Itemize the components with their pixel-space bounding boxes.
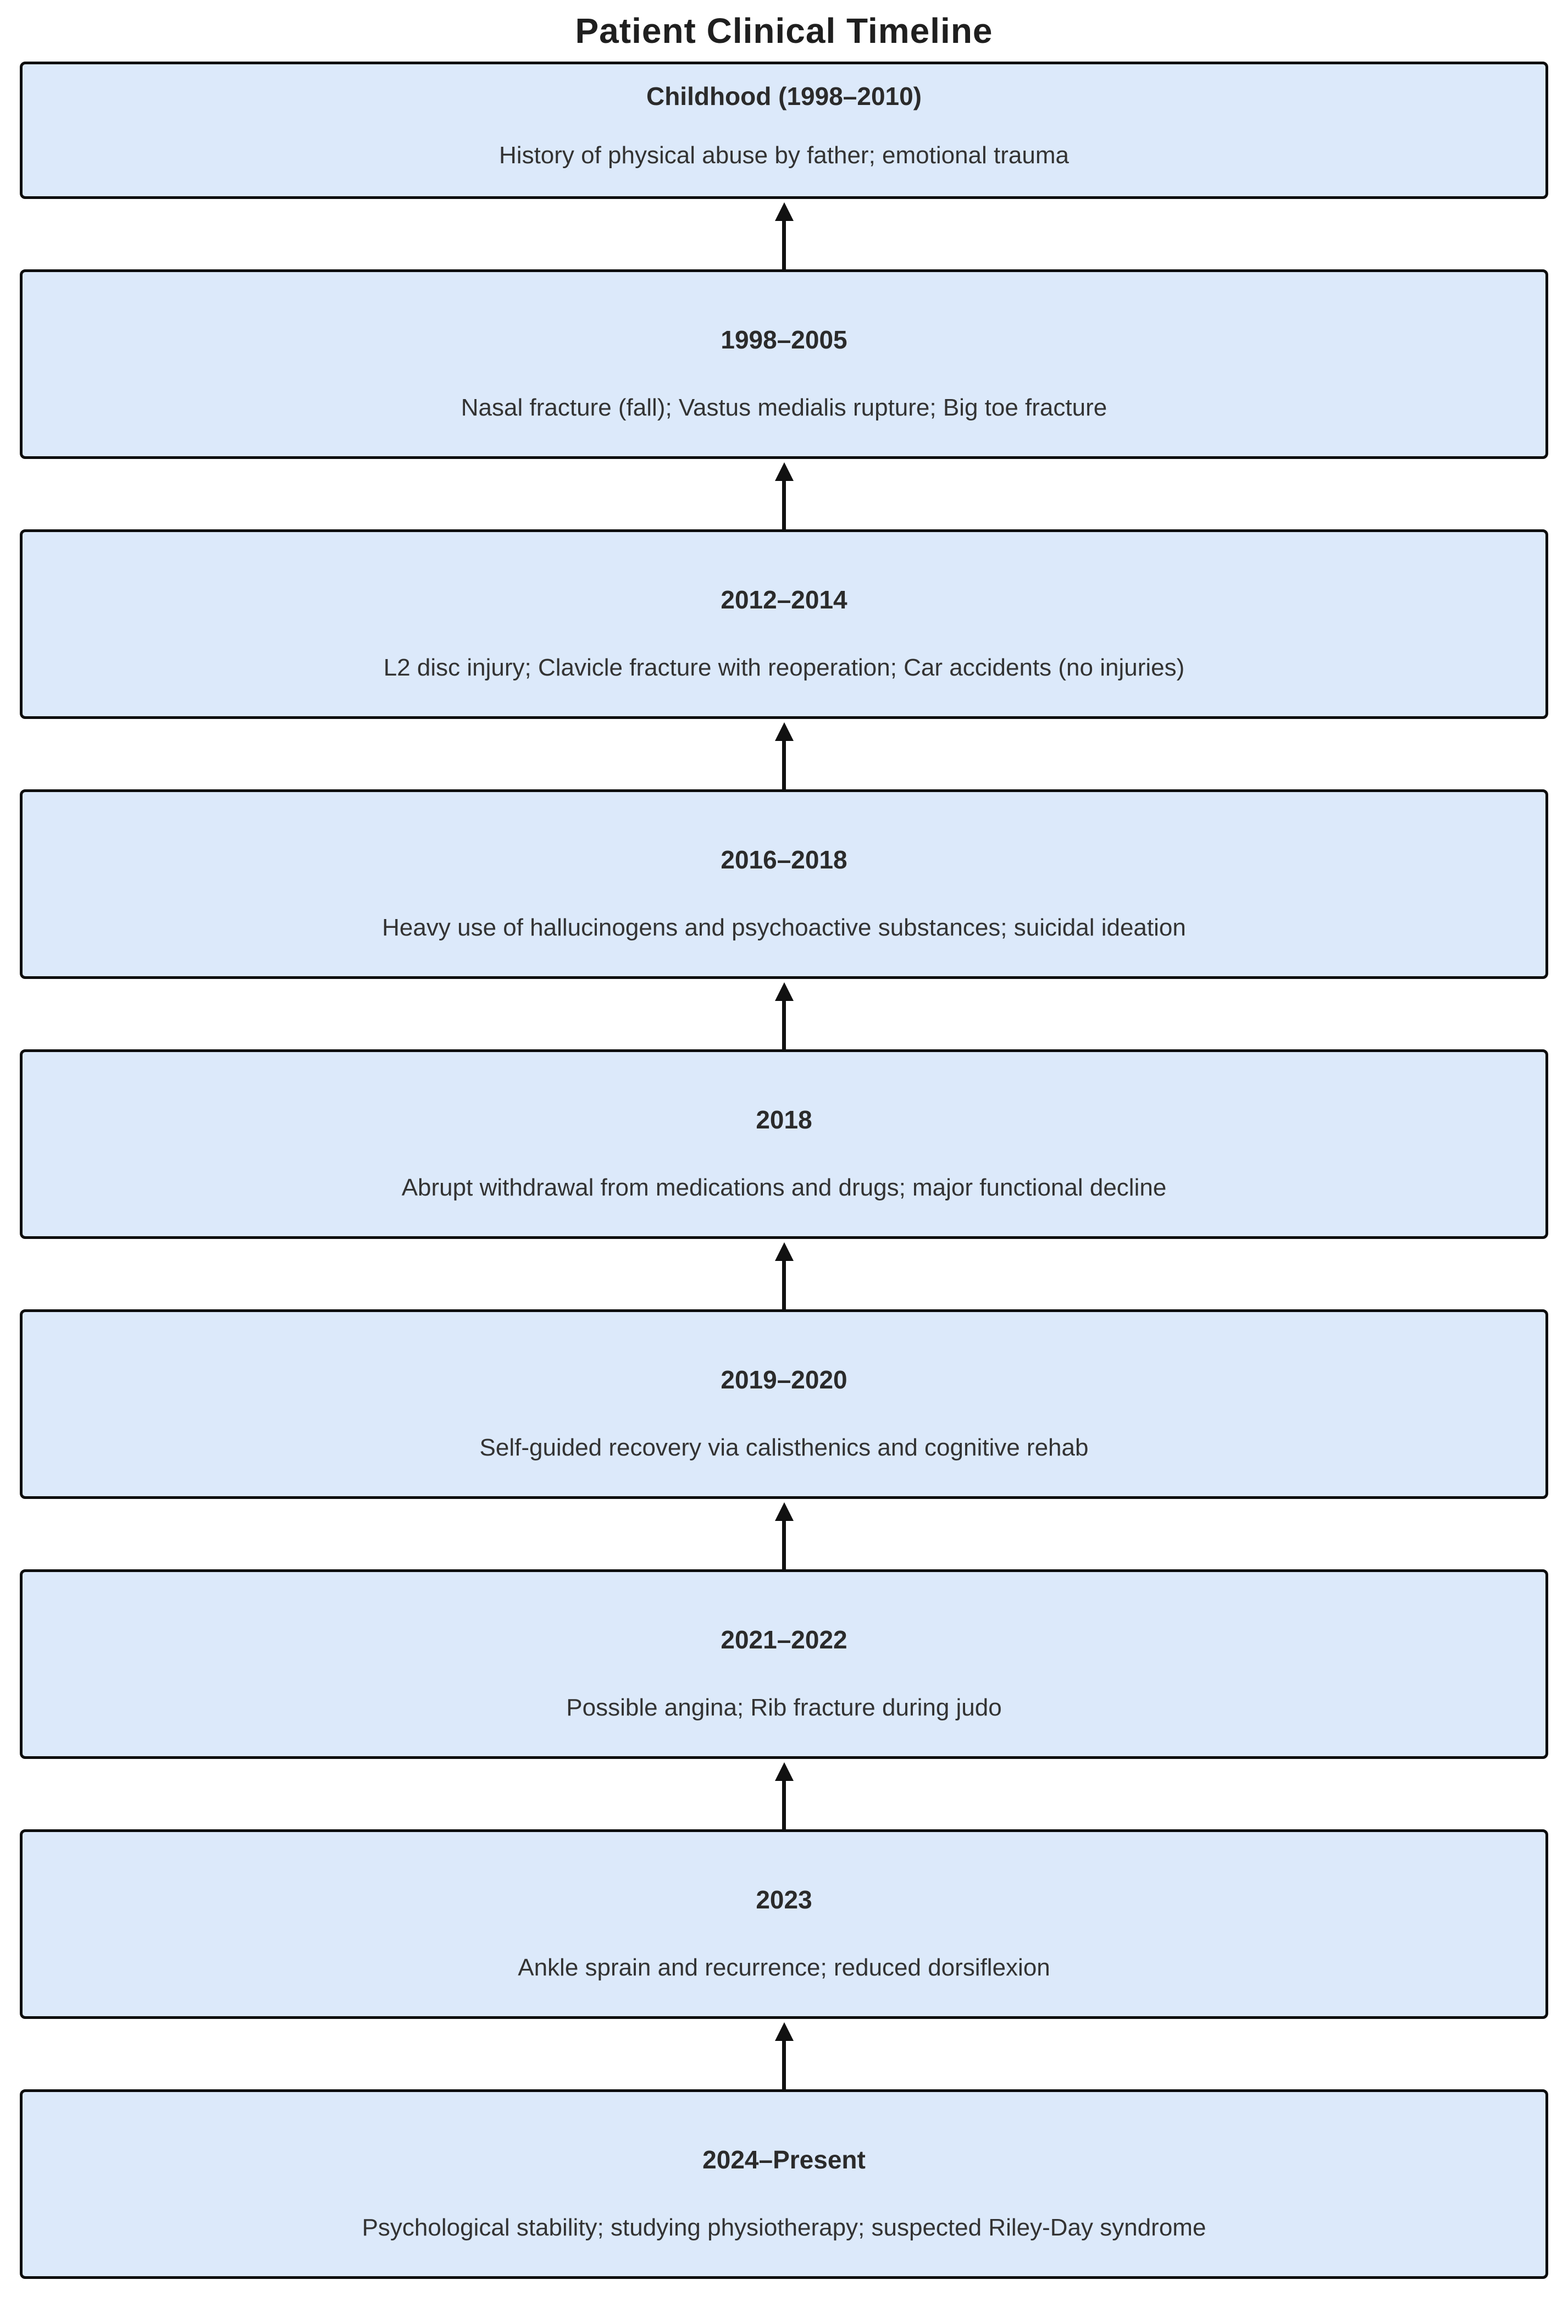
- period-label: 1998–2005: [721, 325, 847, 354]
- period-label: 2018: [756, 1105, 812, 1134]
- up-arrow-icon: [0, 2019, 1568, 2089]
- up-arrow-icon: [0, 459, 1568, 529]
- period-label: 2021–2022: [721, 1625, 847, 1654]
- arrow-head: [774, 1242, 794, 1261]
- period-label: 2012–2014: [721, 585, 847, 614]
- timeline-box: 2019–2020 Self-guided recovery via calis…: [20, 1309, 1548, 1499]
- arrow-head: [774, 2022, 794, 2041]
- up-arrow-icon: [0, 1239, 1568, 1309]
- period-description: History of physical abuse by father; emo…: [499, 142, 1069, 169]
- timeline-box: 2024–Present Psychological stability; st…: [20, 2089, 1548, 2279]
- timeline-diagram: Childhood (1998–2010) History of physica…: [0, 62, 1568, 2279]
- arrow-shaft: [782, 741, 786, 789]
- period-label: 2016–2018: [721, 845, 847, 874]
- timeline-box: 2021–2022 Possible angina; Rib fracture …: [20, 1569, 1548, 1759]
- period-label: Childhood (1998–2010): [646, 82, 922, 110]
- up-arrow-icon: [0, 1499, 1568, 1569]
- period-description: Heavy use of hallucinogens and psychoact…: [382, 914, 1186, 941]
- arrow-shaft: [782, 2041, 786, 2089]
- arrow-head: [774, 982, 794, 1001]
- period-description: Nasal fracture (fall); Vastus medialis r…: [461, 394, 1107, 421]
- period-label: 2024–Present: [702, 2145, 866, 2174]
- up-arrow-icon: [0, 199, 1568, 269]
- page-title: Patient Clinical Timeline: [575, 11, 993, 51]
- period-label: 2023: [756, 1885, 812, 1914]
- period-description: L2 disc injury; Clavicle fracture with r…: [383, 654, 1185, 681]
- up-arrow-icon: [0, 979, 1568, 1049]
- timeline-box: 2018 Abrupt withdrawal from medications …: [20, 1049, 1548, 1239]
- timeline-box: 2016–2018 Heavy use of hallucinogens and…: [20, 789, 1548, 979]
- timeline-box: 2023 Ankle sprain and recurrence; reduce…: [20, 1829, 1548, 2019]
- period-label: 2019–2020: [721, 1365, 847, 1394]
- arrow-shaft: [782, 221, 786, 269]
- up-arrow-icon: [0, 1759, 1568, 1829]
- timeline-box: Childhood (1998–2010) History of physica…: [20, 62, 1548, 199]
- up-arrow-icon: [0, 719, 1568, 789]
- timeline-box: 2012–2014 L2 disc injury; Clavicle fract…: [20, 529, 1548, 719]
- period-description: Abrupt withdrawal from medications and d…: [401, 1174, 1167, 1201]
- arrow-shaft: [782, 1001, 786, 1049]
- arrow-shaft: [782, 481, 786, 529]
- timeline-box: 1998–2005 Nasal fracture (fall); Vastus …: [20, 269, 1548, 459]
- arrow-head: [774, 722, 794, 741]
- arrow-head: [774, 1762, 794, 1781]
- arrow-head: [774, 462, 794, 481]
- period-description: Self-guided recovery via calisthenics an…: [479, 1434, 1089, 1461]
- arrow-shaft: [782, 1261, 786, 1309]
- arrow-head: [774, 202, 794, 221]
- period-description: Ankle sprain and recurrence; reduced dor…: [518, 1954, 1050, 1981]
- period-description: Possible angina; Rib fracture during jud…: [566, 1694, 1002, 1721]
- period-description: Psychological stability; studying physio…: [362, 2214, 1206, 2241]
- arrow-shaft: [782, 1521, 786, 1569]
- arrow-head: [774, 1502, 794, 1521]
- arrow-shaft: [782, 1781, 786, 1829]
